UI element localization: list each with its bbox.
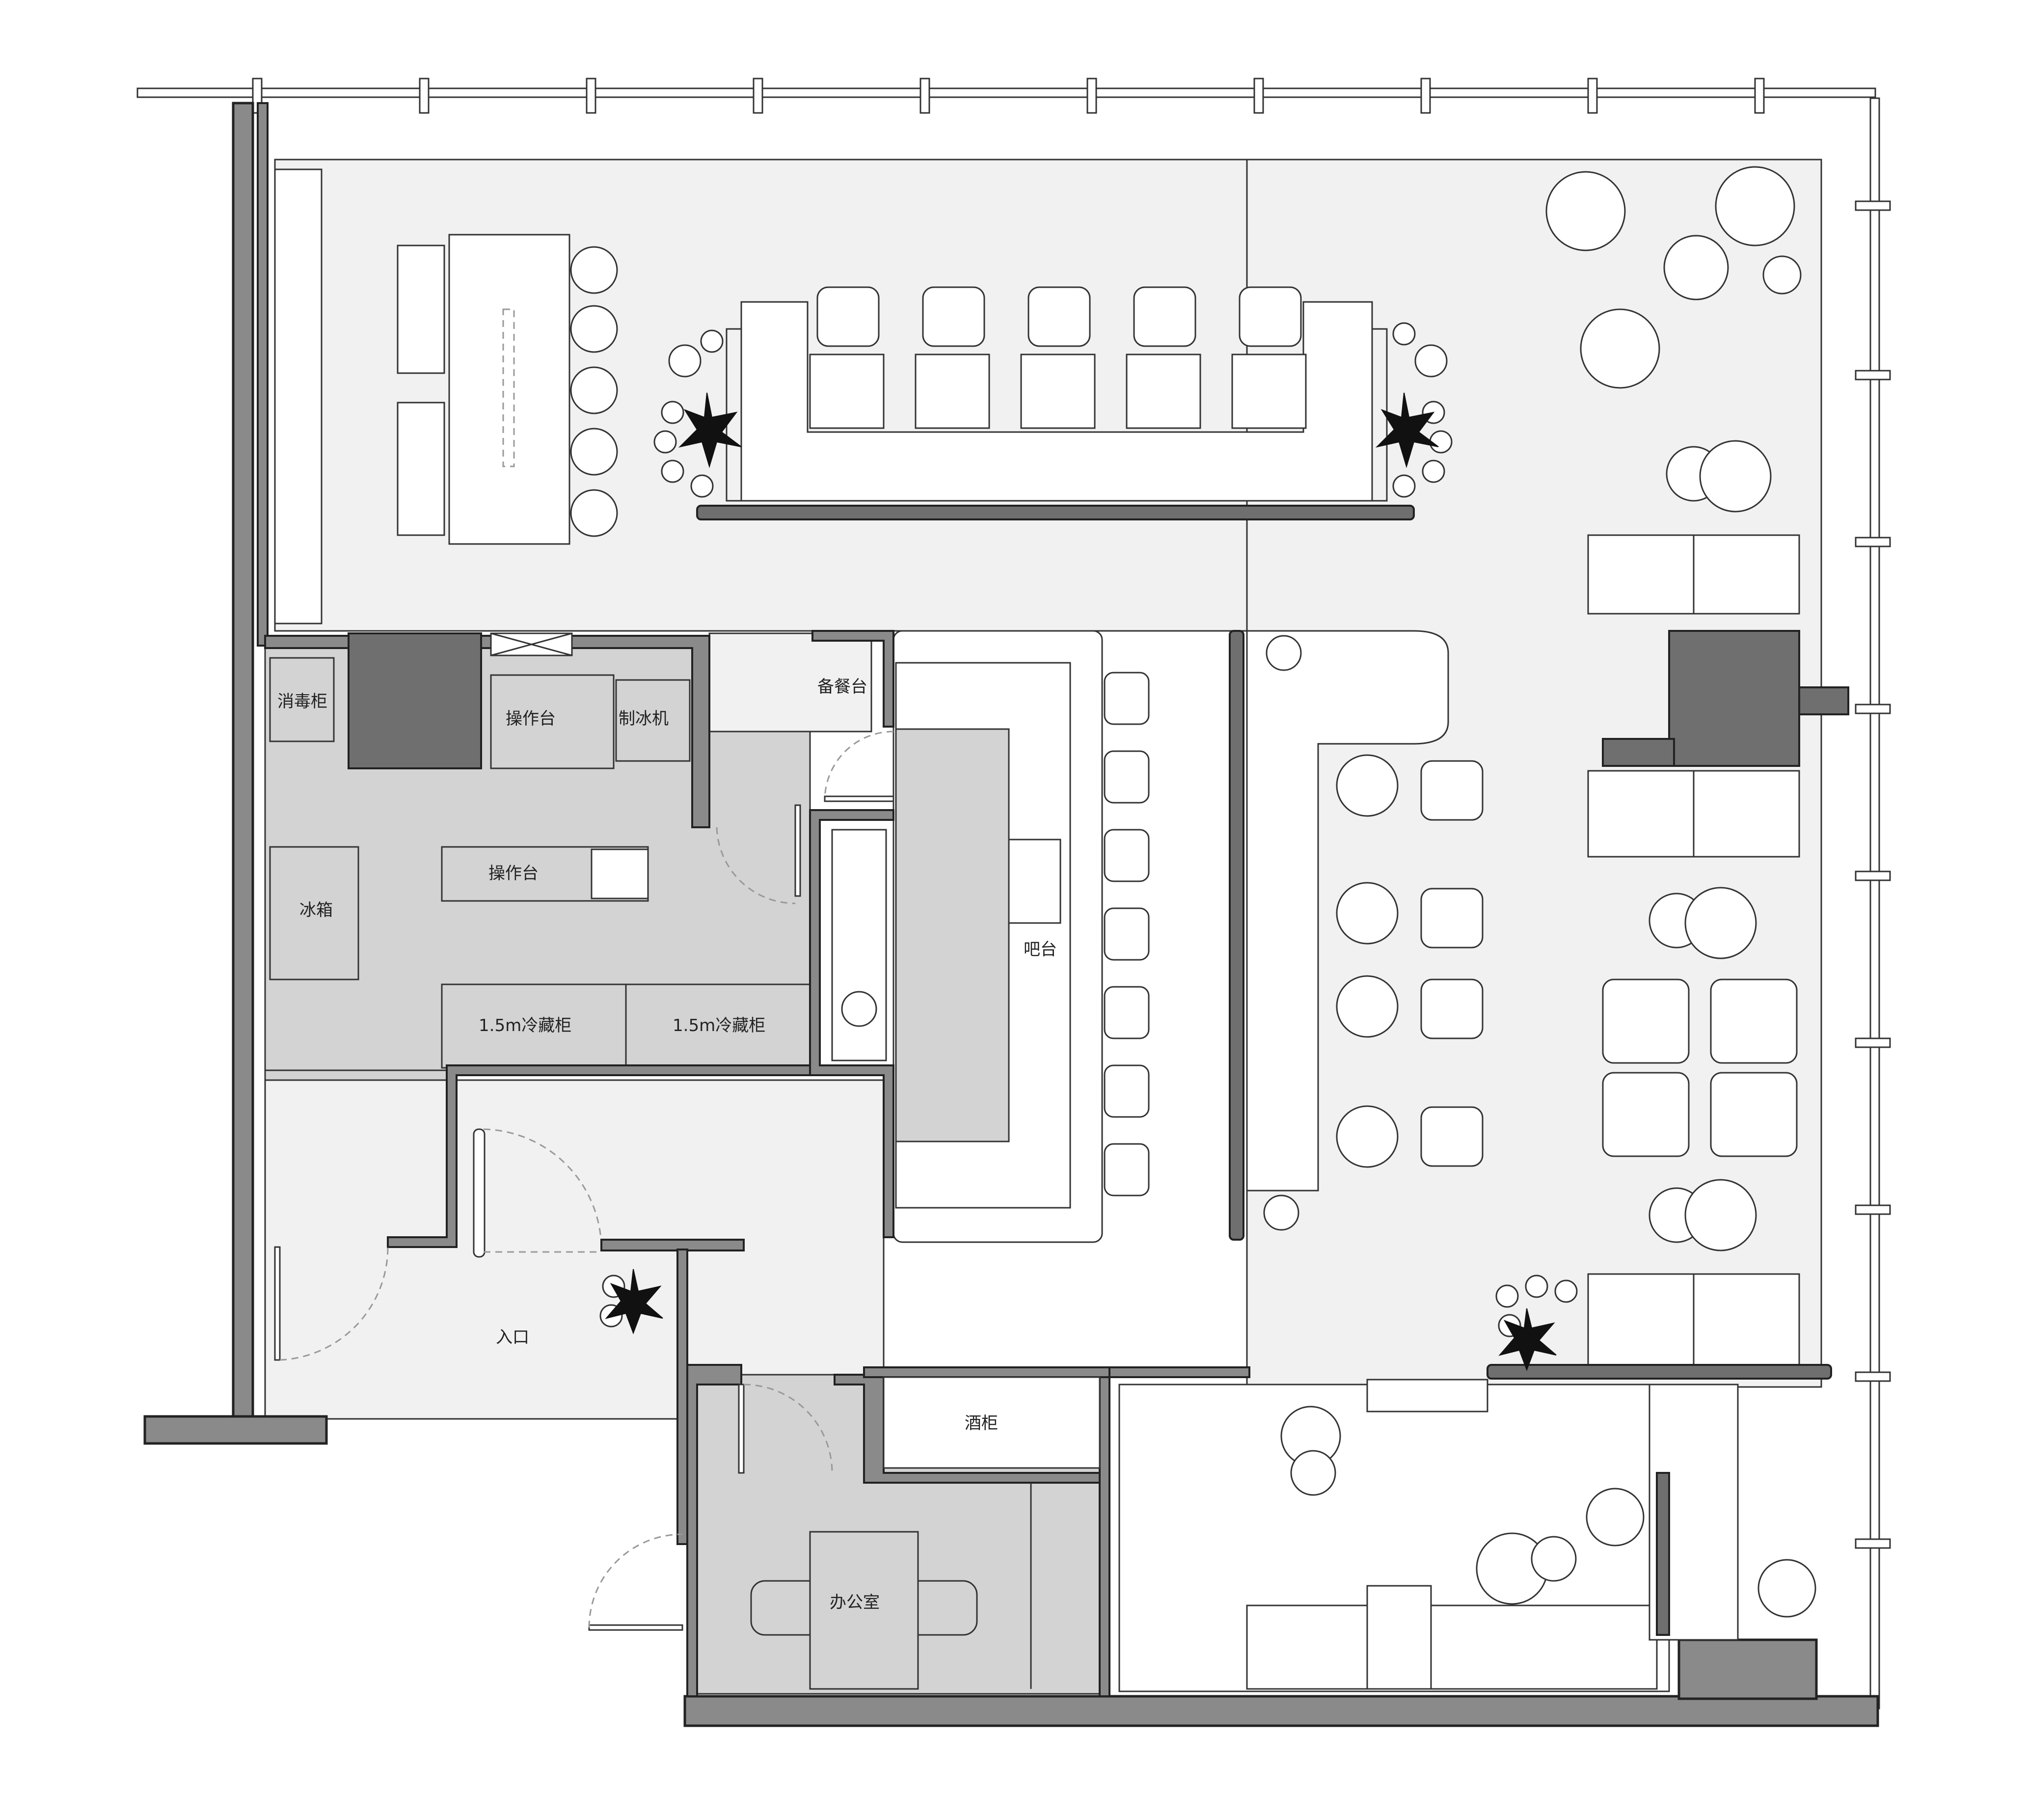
right-curtain-wall [1869, 97, 1880, 1710]
ice-maker-label: 制冰机 [619, 709, 669, 729]
service-door-swing [824, 731, 894, 801]
top-planter-ledge [696, 505, 1415, 520]
entrance-door-swing-2 [483, 1128, 602, 1250]
long-table [448, 234, 570, 545]
window-mullions-right [1855, 200, 1891, 1549]
lounge-chairs-top-right [1545, 166, 1795, 389]
stools-long-table [570, 246, 618, 537]
plant-icon-entrance [599, 1269, 663, 1334]
work-table-top-label: 操作台 [506, 709, 556, 729]
sterilizer-label: 消毒柜 [277, 692, 327, 711]
plant-icon-top-right [1375, 392, 1453, 498]
entrance-floor [264, 1079, 885, 1420]
top-banquette [740, 301, 1373, 502]
cold-cabinet-2 [625, 983, 811, 1069]
plant-icon-top-left [653, 392, 742, 498]
bottom-wall [683, 1695, 1879, 1727]
kitchen-wall [264, 635, 710, 828]
bottom-tables [1280, 1406, 1816, 1618]
bottom-bench-top [1366, 1379, 1488, 1413]
wine-cabinet-label: 酒柜 [965, 1413, 998, 1433]
office-door-leaf [738, 1384, 745, 1474]
bar-floor-gray [895, 728, 1010, 1142]
left-wall [232, 102, 254, 1425]
entrance-door-swing-1 [279, 1247, 389, 1361]
top-curtain-wall [136, 87, 1876, 98]
work-table-center-label: 操作台 [488, 864, 539, 883]
bar-sink [1008, 839, 1061, 924]
entrance-door-leaf-2 [473, 1128, 486, 1258]
office-right-wall [1099, 1369, 1110, 1697]
armchairs-top-row [816, 286, 1302, 347]
left-base-wall [143, 1415, 328, 1445]
fridge [269, 846, 359, 980]
booth-lamp-1 [1266, 635, 1302, 671]
cold-cabinet-1-label: 1.5m冷藏柜 [479, 1016, 571, 1035]
bench-seat-1 [397, 244, 445, 374]
bench-seat-2 [397, 402, 445, 536]
bottom-bench-bottom [1246, 1604, 1658, 1690]
office-label: 办公室 [830, 1593, 880, 1612]
service-door-leaf [824, 795, 894, 802]
banquette-tables [809, 353, 1307, 429]
entrance-partition-post [676, 1249, 688, 1545]
bottom-room-wall-top [1108, 1366, 1250, 1378]
service-station-wall [811, 630, 894, 728]
round-tables-top-right [1663, 235, 1802, 513]
kitchen-sink [591, 848, 649, 899]
column-ledge [1602, 738, 1675, 767]
round-tables-right [1649, 887, 1757, 1251]
service-station-label: 备餐台 [817, 677, 867, 697]
bottom-bench-back [1366, 1585, 1432, 1690]
bar-label: 吧台 [1024, 940, 1057, 959]
kitchen-dark-block [348, 632, 482, 769]
booth-chairs [1420, 760, 1484, 1167]
sofas-right-wall [1587, 534, 1800, 1366]
wine-cabinet-wall [863, 1366, 1110, 1378]
ice-maker [615, 679, 691, 762]
side-door-leaf [588, 1624, 683, 1631]
cold-cabinet-2-label: 1.5m冷藏柜 [673, 1016, 765, 1035]
fridge-label: 冰箱 [299, 900, 333, 920]
exhaust-vent-x2 [490, 632, 572, 656]
office-desk [809, 1531, 919, 1690]
booth-lamp-2 [1263, 1195, 1299, 1231]
cold-cabinet-1 [441, 983, 627, 1069]
work-table-top [490, 674, 615, 769]
service-floor [708, 632, 872, 733]
window-mullions-top [252, 78, 1765, 114]
left-wall-inner [257, 102, 269, 647]
entrance-label: 入口 [496, 1328, 529, 1347]
kitchen-lower-wall [809, 809, 894, 1238]
sterilizer-cabinet [269, 657, 335, 742]
plant-icon-bottom-right [1495, 1275, 1578, 1371]
kitchen-bottom-wall [387, 1064, 811, 1248]
booth-tables [1336, 754, 1399, 1168]
wall-bench [274, 168, 323, 625]
office-wall [686, 1364, 742, 1697]
long-table-center-line [502, 308, 515, 467]
kitchen-door-leaf [794, 804, 801, 897]
booth-bench [1246, 630, 1449, 1192]
bottom-right-booth-wall [1656, 1472, 1670, 1636]
column-right-stub [1798, 686, 1849, 715]
wine-cabinet [883, 1376, 1101, 1469]
armchairs-right [1602, 978, 1798, 1157]
bar-stools [1104, 672, 1150, 1196]
side-door-swing [588, 1533, 683, 1628]
column-right [1668, 630, 1800, 767]
entrance-door-leaf-1 [274, 1246, 281, 1361]
small-side-tables-top [668, 322, 1448, 378]
kitchen-door-swing [716, 827, 796, 904]
office-door-swing [743, 1384, 833, 1473]
booth-wall-left [1229, 630, 1244, 1241]
bottom-right-corner-wall [1677, 1638, 1818, 1700]
bottom-ledge [1486, 1364, 1832, 1380]
entrance-partition [600, 1239, 745, 1251]
wash-basin [841, 991, 877, 1027]
